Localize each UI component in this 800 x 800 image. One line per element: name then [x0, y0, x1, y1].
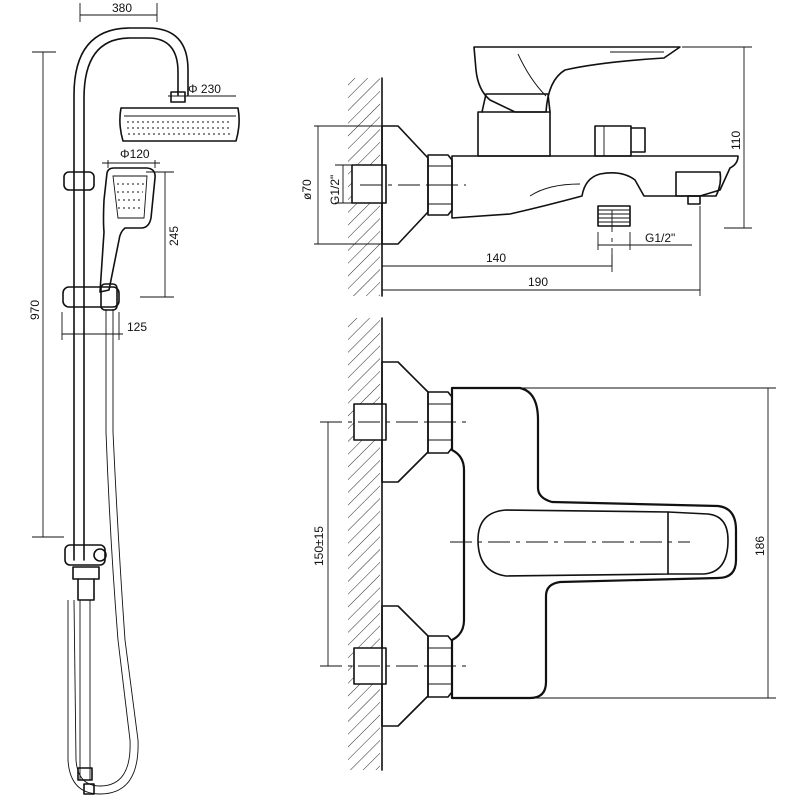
- diverter-valve: [64, 544, 106, 566]
- dim-970: 970: [28, 300, 42, 320]
- dim-380: 380: [112, 1, 132, 15]
- mixer-side-view: ø70 G1/2" 110 G1/2" 140 190: [300, 46, 752, 297]
- overhead-shower-head: [119, 107, 240, 142]
- lower-slider: [62, 286, 120, 308]
- mixer-body: [451, 155, 739, 219]
- dim-125: 125: [127, 320, 147, 334]
- wall-hatch-lower: [348, 318, 380, 770]
- hand-shower: [99, 167, 156, 293]
- dim-head-diameter: Φ 230: [188, 82, 221, 96]
- top-lever-handle: [477, 509, 669, 577]
- dim-140: 140: [486, 251, 506, 265]
- shower-head-nozzles: [127, 121, 232, 135]
- upper-slider: [63, 171, 95, 191]
- shower-column-view: 380 Φ 230 Φ120 245 970 125: [28, 1, 240, 795]
- dim-flange-diameter: ø70: [300, 179, 314, 200]
- dim-110: 110: [729, 131, 743, 150]
- dim-hand-diameter: Φ120: [120, 147, 150, 161]
- dim-150-centers: 150±15: [312, 526, 326, 566]
- hose: [73, 309, 131, 787]
- lower-hex-nut: [427, 635, 453, 698]
- bath-spout: [675, 171, 722, 197]
- diverter-knob: [594, 125, 632, 157]
- dim-245: 245: [167, 226, 181, 246]
- dim-outlet-thread: G1/2": [645, 231, 675, 245]
- mixer-top-body: [450, 386, 738, 700]
- riser-pipe: [73, 27, 189, 561]
- upper-hex-nut: [427, 391, 453, 454]
- lever-handle: [473, 46, 681, 113]
- dim-inlet-thread: G1/2": [328, 175, 342, 205]
- dim-186: 186: [753, 536, 767, 556]
- mixer-top-view: 150±15 186: [312, 317, 776, 771]
- dim-190: 190: [528, 275, 548, 289]
